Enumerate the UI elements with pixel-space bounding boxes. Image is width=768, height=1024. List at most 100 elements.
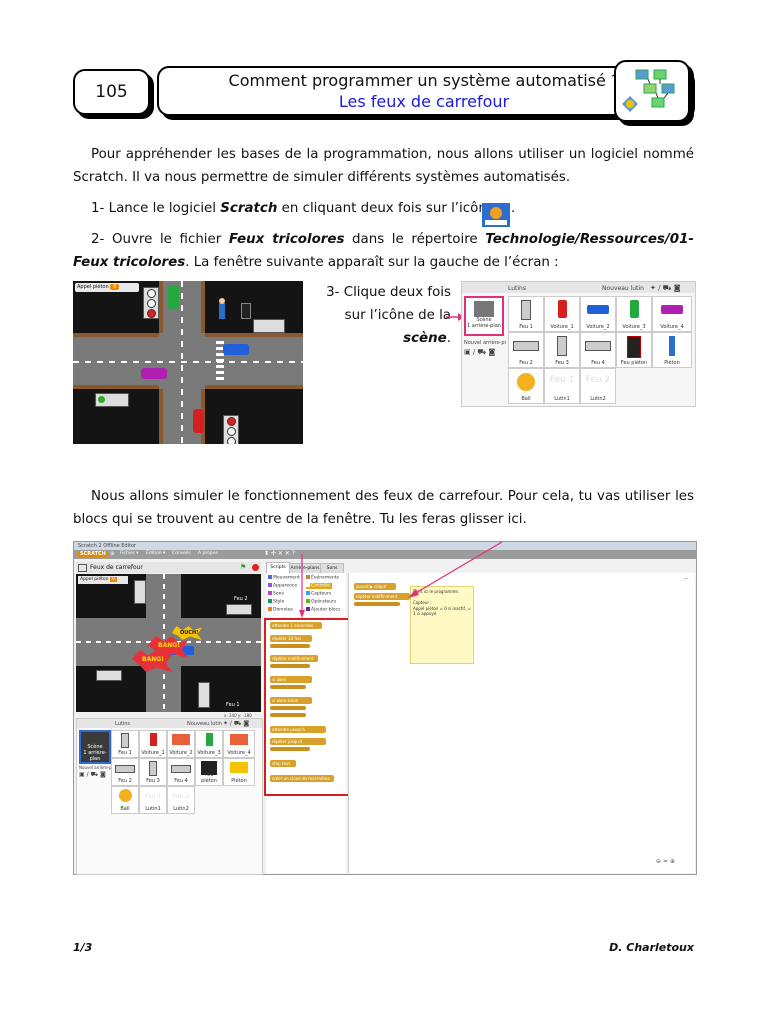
cat-apparence[interactable]: Apparence <box>268 583 297 589</box>
new-sprite-tools-icon[interactable]: ✦ / ⛟ ◙ <box>650 284 681 292</box>
stage-coordinates: x: 240 y: -180 <box>224 713 252 718</box>
stage-tile-sub: 1 arrière-plan <box>467 323 501 329</box>
sprite-tile-voiture2[interactable]: Voiture_2 <box>580 296 616 332</box>
sprite-tile-feu2[interactable]: Feu 2 <box>111 758 139 786</box>
stage-canvas[interactable]: Appel piéton 0 Feu 2 Feu 1 OUCH! BANG! B… <box>76 574 261 712</box>
sprite-tile-pieton[interactable]: Piéton <box>223 758 255 786</box>
sprite-tile-voiture3[interactable]: Voiture_3 <box>195 730 223 758</box>
cat-controle[interactable]: Contrôle <box>306 583 333 589</box>
menu-fichier[interactable]: Fichier ▾ <box>120 551 139 556</box>
script-hat-block[interactable]: quand ▶ cliqué <box>354 583 396 590</box>
stage-tile[interactable]: Scène 1 arrière-plan <box>79 730 111 764</box>
sprite-tile-voiture4[interactable]: Voiture_4 <box>223 730 255 758</box>
fullscreen-icon[interactable] <box>78 564 87 572</box>
block-si-alors-sinon[interactable]: si alors sinon <box>270 697 312 704</box>
step-2-text: 2- Ouvre le fichier <box>91 232 229 247</box>
monitor-value: 0 <box>110 284 120 290</box>
sprite-tile-feu1[interactable]: Feu 1 <box>111 730 139 758</box>
cat-sons[interactable]: Sons <box>268 591 284 597</box>
sprite-tile-feu-pieton[interactable]: Feu piéton <box>195 758 223 786</box>
menu-conseils[interactable]: Conseils <box>172 551 191 556</box>
sprite-tile-feu3[interactable]: Feu 3 <box>544 332 580 368</box>
globe-icon[interactable]: ⊕ <box>110 551 115 557</box>
cat-label: Ajouter blocs <box>311 607 341 613</box>
script-area[interactable] <box>348 573 695 873</box>
feu1-label: Feu 1 <box>226 702 240 708</box>
green-flag-icon[interactable]: ⚑ <box>240 563 247 571</box>
block-stop[interactable]: stop tout <box>270 760 296 767</box>
feu2-label: Feu 2 <box>234 596 248 602</box>
sprite-tile-feu4[interactable]: Feu 4 <box>580 332 616 368</box>
sprite-tile-label: Feu 4 <box>174 778 188 784</box>
project-name[interactable]: Feux de carrefour <box>90 564 143 571</box>
step-1-text: 1- Lance le logiciel <box>91 201 221 216</box>
step-1-text-2: en cliquant deux fois sur l’icône <box>277 201 496 216</box>
cat-evenements[interactable]: Événements <box>306 575 339 581</box>
bang-text: BANG! <box>158 642 180 649</box>
car-blue-icon <box>223 344 249 355</box>
sprite-tile-label: Lutin2 <box>173 806 189 812</box>
sprites-panel-small: Lutins Nouveau lutin ✦ / ⛟ ◙ Scène 1 arr… <box>461 281 696 407</box>
cat-mouvement[interactable]: Mouvement <box>268 575 300 581</box>
sprite-tile-feu3[interactable]: Feu 3 <box>139 758 167 786</box>
sprite-tile-voiture1[interactable]: Voiture_1 <box>139 730 167 758</box>
comment-note[interactable]: Écris ici le programme. Capteur : Appel … <box>410 586 474 664</box>
block-attendre[interactable]: attendre 1 secondes <box>270 622 322 629</box>
edit-tools-icon[interactable]: ⬍ ✣ ✕ ✕ ? <box>264 550 295 557</box>
sprite-tile-label: Feu 1 <box>118 750 132 756</box>
sprite-tile-label: Feu piéton <box>201 772 217 784</box>
sprite-tile-feu2[interactable]: Feu 2 <box>508 332 544 368</box>
pedestrian-icon <box>219 303 225 319</box>
cat-ajouter-blocs[interactable]: Ajouter blocs <box>306 607 340 613</box>
zoom-controls-icon[interactable]: ⊖ = ⊕ <box>656 858 675 865</box>
menu-a-propos[interactable]: À propos <box>198 551 218 556</box>
appel-pieton-monitor-big: Appel piéton 0 <box>78 576 128 584</box>
cat-stylo[interactable]: Stylo <box>268 599 284 605</box>
step-3-dot: . <box>446 331 451 346</box>
cat-donnees[interactable]: Données <box>268 607 293 613</box>
cat-label: Données <box>273 607 293 613</box>
sprite-tile-feu-pieton[interactable]: Feu piéton <box>616 332 652 368</box>
stage-tile-sub: 1 arrière-plan <box>83 750 107 762</box>
step-1-dot: . <box>511 201 516 216</box>
sprite-tile-voiture2[interactable]: Voiture_2 <box>167 730 195 758</box>
block-clone[interactable]: créer un clone de moi-même <box>270 775 334 782</box>
sprite-tile-ball[interactable]: Ball <box>111 786 139 814</box>
block-repeter-indefiniment[interactable]: répéter indéfiniment <box>270 655 318 662</box>
scratch-window: Scratch 2 Offline Editor SCRATCH ⊕ Fichi… <box>73 541 697 875</box>
traffic-light-vertical-icon <box>143 287 159 319</box>
sprite-tile-label: Ball <box>120 806 130 812</box>
sprite-tile-label: Feu 2 <box>118 778 132 784</box>
sprite-tile-voiture1[interactable]: Voiture_1 <box>544 296 580 332</box>
sprite-tile-feu1[interactable]: Feu 1 <box>508 296 544 332</box>
stop-icon[interactable] <box>252 564 259 571</box>
cat-capteurs[interactable]: Capteurs <box>306 591 331 597</box>
new-backdrop-tools-icon[interactable]: ▣ / ⛟ ◙ <box>464 348 496 356</box>
block-repeter[interactable]: répéter 10 fois <box>270 635 312 642</box>
sprite-tile-voiture3[interactable]: Voiture_3 <box>616 296 652 332</box>
block-categories: Mouvement Apparence Sons Stylo Données É… <box>266 573 346 617</box>
cat-operateurs[interactable]: Opérateurs <box>306 599 336 605</box>
block-repeter-jusqua[interactable]: répéter jusqu'à <box>270 738 326 745</box>
tab-scripts[interactable]: Scripts <box>266 562 290 573</box>
new-sprite-tools-icon[interactable]: ✦ / ⛟ ◙ <box>223 720 250 727</box>
step-2-text-2: dans le répertoire <box>344 232 486 247</box>
sprite-tile-voiture4[interactable]: Voiture_4 <box>652 296 692 332</box>
sprite-tile-pieton[interactable]: Piéton <box>652 332 692 368</box>
menu-edition[interactable]: Édition ▾ <box>146 551 166 556</box>
step-3-scene: scène <box>403 331 447 346</box>
sprite-tile-feu4[interactable]: Feu 4 <box>167 758 195 786</box>
cat-label: Sons <box>273 591 284 597</box>
stage-tile[interactable]: Scène 1 arrière-plan <box>464 296 504 336</box>
sprite-tile-label: Voiture_4 <box>660 324 684 330</box>
block-si-alors[interactable]: si alors <box>270 676 312 683</box>
sprite-tile-ball[interactable]: Ball <box>508 368 544 404</box>
block-attendre-jusqua[interactable]: attendre jusqu'à <box>270 726 326 733</box>
script-forever-block[interactable]: répéter indéfiniment <box>354 593 410 600</box>
sprite-tile-label: Lutin1 <box>554 396 570 402</box>
new-backdrop-tools-icon[interactable]: ▣ / ⛟ ◙ <box>79 771 106 778</box>
